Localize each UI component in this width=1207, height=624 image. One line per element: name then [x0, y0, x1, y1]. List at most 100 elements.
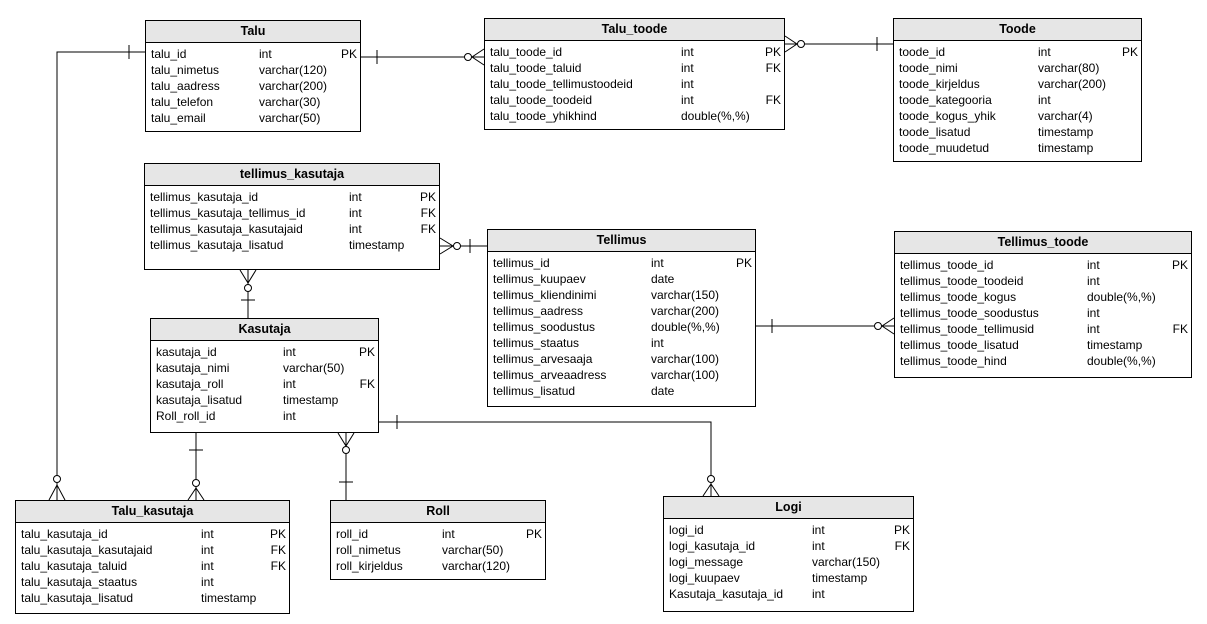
attribute-row: tellimus_staatus int	[488, 335, 755, 351]
attribute-type: varchar(50)	[259, 111, 321, 125]
attribute-type: varchar(4)	[1038, 109, 1093, 123]
entity-title: tellimus_kasutaja	[145, 164, 439, 186]
attribute-name: kasutaja_lisatud	[156, 393, 243, 407]
attribute-type: int	[201, 575, 214, 589]
attribute-type: int	[812, 587, 825, 601]
attribute-name: toode_nimi	[899, 61, 958, 75]
relation-talu-talu-kasutaja	[48, 45, 145, 501]
attribute-name: roll_kirjeldus	[336, 559, 403, 573]
attribute-key: FK	[765, 93, 781, 107]
attribute-name: talu_kasutaja_staatus	[21, 575, 138, 589]
attribute-type: int	[812, 539, 825, 553]
attribute-type: int	[1087, 306, 1100, 320]
attribute-name: tellimus_staatus	[493, 336, 580, 350]
attribute-type: int	[651, 336, 664, 350]
attribute-name: toode_kirjeldus	[899, 77, 980, 91]
attribute-name: tellimus_lisatud	[493, 384, 576, 398]
attribute-type: date	[651, 384, 675, 398]
attribute-name: kasutaja_roll	[156, 377, 224, 391]
attribute-name: talu_toode_yhikhind	[490, 109, 597, 123]
attribute-type: timestamp	[1038, 125, 1094, 139]
attribute-type: varchar(100)	[651, 352, 720, 366]
attribute-type: int	[259, 47, 272, 61]
attribute-type: int	[681, 61, 694, 75]
entity-title: Kasutaja	[151, 319, 378, 341]
attribute-key: FK	[765, 61, 781, 75]
attribute-key: PK	[340, 47, 357, 61]
attribute-name: tellimus_kasutaja_lisatud	[150, 238, 284, 252]
attribute-type: int	[651, 256, 664, 270]
relation-roll-kasutaja	[337, 432, 355, 500]
attribute-name: tellimus_toode_kogus	[900, 290, 1017, 304]
attribute-row: tellimus_toode_kogus double(%,%)	[895, 289, 1191, 305]
attribute-type: double(%,%)	[1087, 290, 1156, 304]
attribute-type: double(%,%)	[681, 109, 750, 123]
attribute-row: talu_toode_id int PK	[485, 44, 784, 60]
attribute-name: tellimus_kasutaja_id	[150, 190, 259, 204]
attribute-name: talu_toode_toodeid	[490, 93, 593, 107]
attribute-name: tellimus_toode_toodeid	[900, 274, 1024, 288]
attribute-name: tellimus_soodustus	[493, 320, 596, 334]
entity-title: Talu_kasutaja	[16, 501, 289, 523]
attribute-name: tellimus_arveaadress	[493, 368, 607, 382]
attribute-type: int	[681, 45, 694, 59]
attribute-key: FK	[894, 539, 910, 553]
attribute-type: double(%,%)	[651, 320, 720, 334]
attribute-type: int	[1087, 258, 1100, 272]
attribute-name: talu_kasutaja_taluid	[21, 559, 128, 573]
attribute-name: talu_toode_tellimustoodeid	[490, 77, 633, 91]
attribute-name: talu_toode_id	[490, 45, 563, 59]
attribute-row: talu_toode_yhikhind double(%,%)	[485, 108, 784, 124]
relation-tellimus-tellimus-toode	[756, 317, 895, 335]
attribute-name: tellimus_id	[493, 256, 550, 270]
attribute-type: varchar(30)	[259, 95, 321, 109]
attribute-name: talu_toode_taluid	[490, 61, 582, 75]
relation-talu-talu-toode	[361, 48, 485, 66]
entity-title: Talu	[146, 21, 360, 43]
attribute-key: PK	[764, 45, 781, 59]
attribute-name: talu_kasutaja_id	[21, 527, 108, 541]
attribute-key: FK	[359, 377, 375, 391]
attribute-type: timestamp	[201, 591, 257, 605]
attribute-type: timestamp	[283, 393, 339, 407]
attribute-type: varchar(50)	[283, 361, 345, 375]
attribute-name: talu_aadress	[151, 79, 220, 93]
attribute-type: int	[201, 559, 214, 573]
attribute-key: FK	[420, 206, 436, 220]
attribute-name: tellimus_aadress	[493, 304, 584, 318]
attribute-name: tellimus_kliendinimi	[493, 288, 597, 302]
attribute-name: kasutaja_nimi	[156, 361, 230, 375]
relation-kasutaja-tellimus-kasutaja	[239, 269, 257, 318]
attribute-type: date	[651, 272, 675, 286]
attribute-type: varchar(100)	[651, 368, 720, 382]
attribute-row: tellimus_soodustus double(%,%)	[488, 319, 755, 335]
